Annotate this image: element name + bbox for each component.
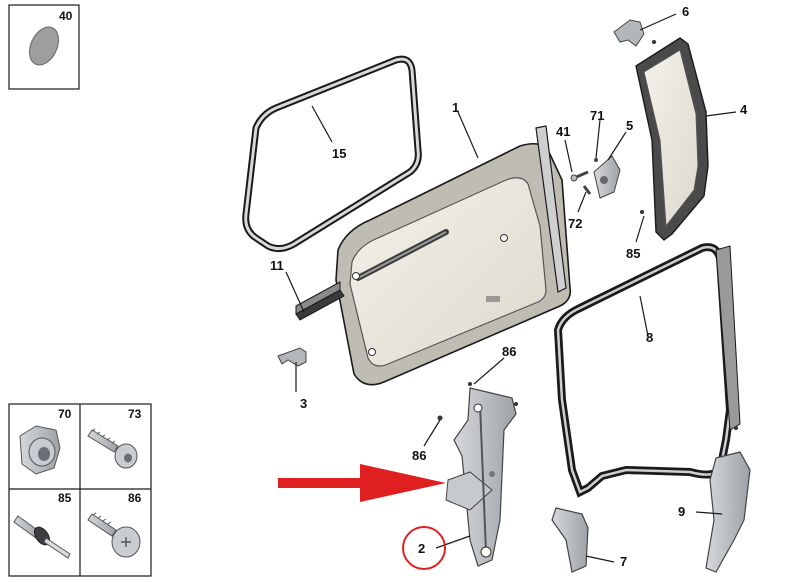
- callout-1: 1: [452, 100, 459, 115]
- part-4-channel: [635, 37, 709, 241]
- highlight-circle: [402, 526, 446, 570]
- part-8-window-frame: [553, 243, 741, 498]
- screw-markers: [437, 40, 738, 430]
- callout-11: 11: [270, 258, 284, 273]
- callout-15: 15: [332, 146, 346, 161]
- callout-71: 71: [590, 108, 604, 123]
- rivet-icon: [13, 515, 71, 559]
- part-9-bracket: [705, 451, 751, 573]
- callout-7: 7: [620, 554, 627, 569]
- nut-insert-icon: [19, 425, 61, 475]
- fastener-label-86: 86: [128, 491, 142, 505]
- callout-9: 9: [678, 504, 685, 519]
- callout-86-upper: 86: [502, 344, 516, 359]
- fastener-label-85: 85: [58, 491, 72, 505]
- callout-4: 4: [740, 102, 748, 117]
- callout-2: 2: [418, 541, 425, 556]
- part-15-seal: [242, 55, 422, 253]
- leader-lines: [285, 13, 737, 563]
- latch-assembly: [570, 155, 621, 199]
- fastener-label-70: 70: [58, 407, 72, 421]
- callout-8: 8: [646, 330, 653, 345]
- part-3-clip: [277, 347, 307, 367]
- part-7-bracket: [551, 507, 589, 573]
- callout-6: 6: [682, 4, 689, 19]
- fastener-grid: 70 73 85 86: [8, 403, 152, 577]
- part-2-window-regulator: [445, 387, 517, 567]
- inset-40: 40: [8, 4, 80, 90]
- screw-86-icon: [87, 512, 141, 558]
- part-1-quarter-glass: [335, 125, 572, 386]
- callout-85: 85: [626, 246, 640, 261]
- callout-86-lower: 86: [412, 448, 426, 463]
- highlight-arrow: [278, 464, 446, 502]
- fastener-label-73: 73: [128, 407, 142, 421]
- plug-icon: [28, 26, 60, 66]
- part-11-strip: [295, 281, 345, 321]
- callout-5: 5: [626, 118, 633, 133]
- callout-41: 41: [556, 124, 570, 139]
- part-6-cap: [613, 19, 645, 47]
- screw-73-icon: [87, 428, 138, 469]
- inset-40-label: 40: [59, 9, 73, 23]
- glass-stamp-icon: [486, 296, 500, 302]
- callout-72: 72: [568, 216, 582, 231]
- callout-3: 3: [300, 396, 307, 411]
